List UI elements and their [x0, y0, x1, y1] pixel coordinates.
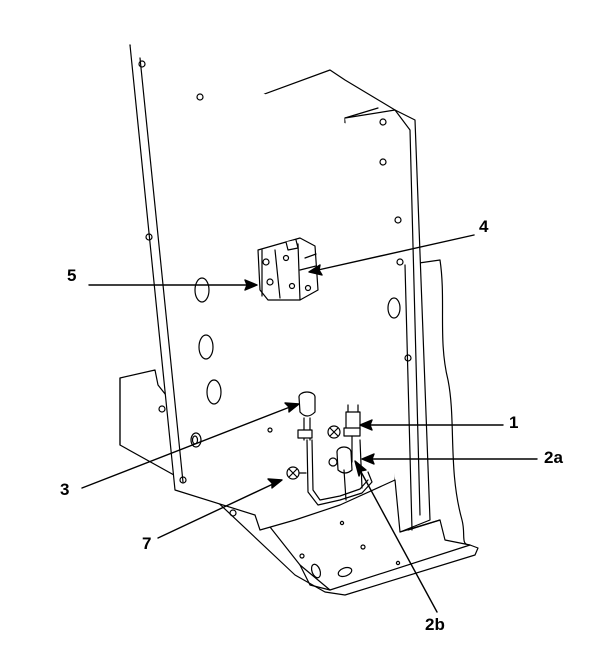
callout-2b: 2b [425, 615, 445, 634]
callout-3: 3 [60, 480, 70, 499]
callout-7: 7 [142, 534, 152, 553]
mounting-clip [286, 466, 307, 480]
callout-4: 4 [479, 217, 489, 236]
contactor-relay [257, 237, 319, 301]
leader-lines [81, 234, 538, 613]
callout-2a: 2a [544, 448, 563, 467]
callout-1: 1 [509, 413, 519, 432]
callout-5: 5 [67, 266, 77, 285]
pressure-sensor-assembly [327, 404, 363, 501]
